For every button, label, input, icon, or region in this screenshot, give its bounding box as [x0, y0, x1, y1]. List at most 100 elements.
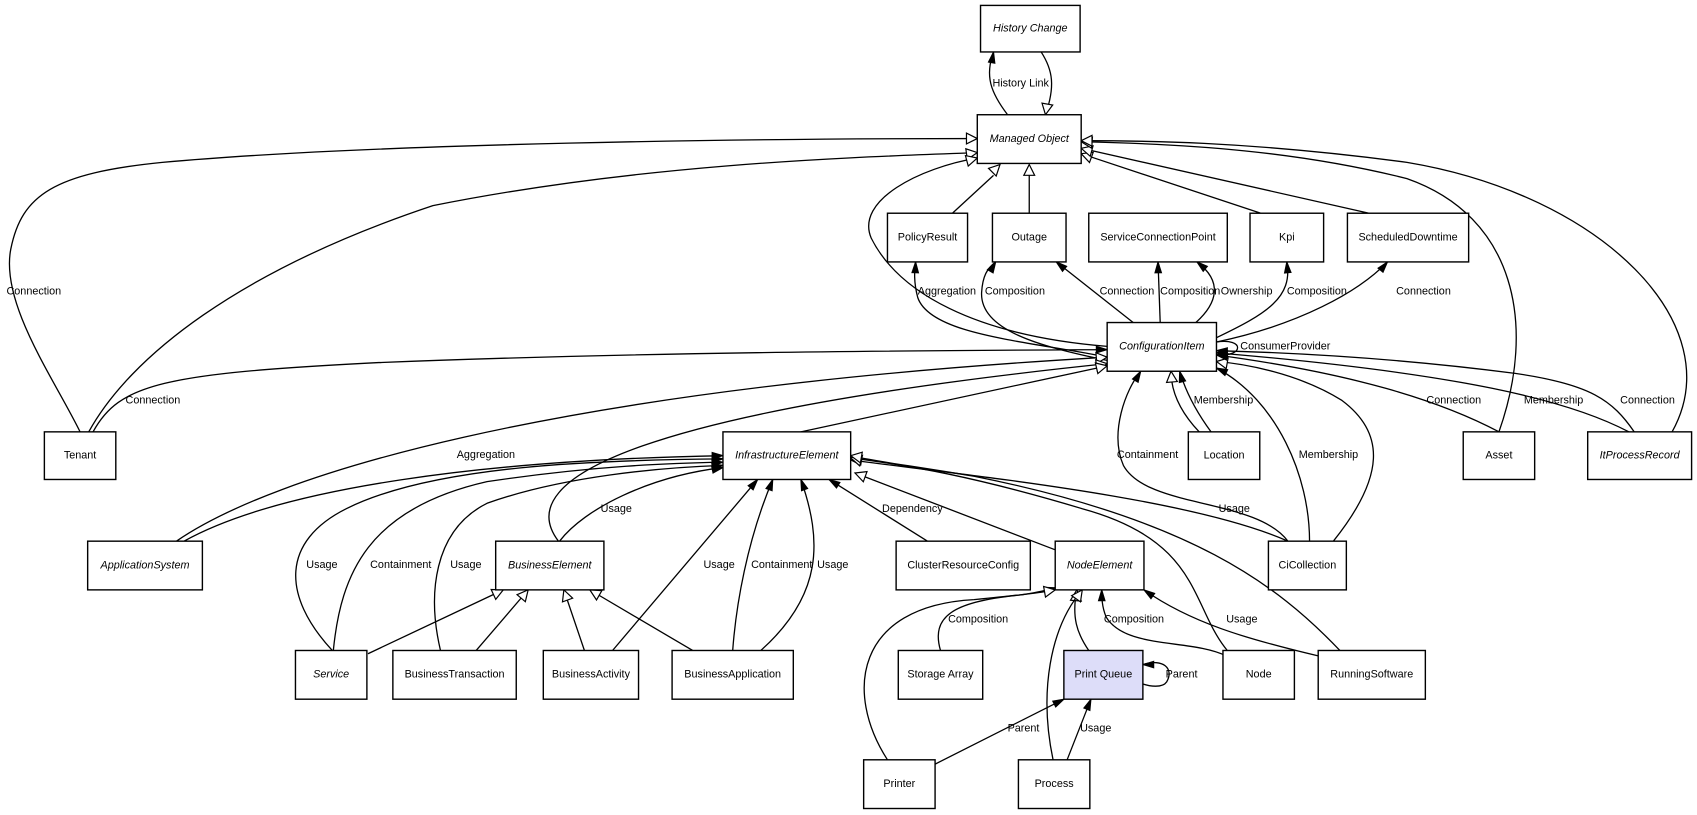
class-name: Storage Array — [907, 669, 974, 681]
edge-line — [332, 461, 723, 651]
generalization-arrowhead-icon — [588, 589, 603, 602]
association-arrowhead-icon — [1195, 260, 1209, 273]
class-name: Printer — [883, 778, 915, 790]
generalization-arrowhead-icon — [964, 154, 979, 168]
class-node-configurationitem[interactable]: ConfigurationItem — [1106, 321, 1218, 372]
class-node-storagearray[interactable]: Storage Array — [897, 649, 984, 700]
class-name: Asset — [1485, 450, 1512, 462]
class-box — [1088, 212, 1228, 263]
edge-association — [1066, 697, 1092, 761]
generalization-arrowhead-icon — [965, 132, 979, 145]
class-node-tenant[interactable]: Tenant — [43, 431, 117, 481]
class-node-businesselement[interactable]: BusinessElement — [494, 540, 605, 591]
class-node-businesstransaction[interactable]: BusinessTransaction — [392, 649, 517, 700]
edge-association — [827, 478, 928, 542]
association-arrowhead-icon — [1154, 260, 1163, 274]
class-node-policyresult[interactable]: PolicyResult — [886, 212, 969, 263]
association-arrowhead-icon — [765, 477, 774, 492]
edge-line — [1080, 153, 1262, 214]
class-box — [1054, 540, 1145, 591]
class-name: InfrastructureElement — [735, 450, 839, 462]
class-node-infrastructureelement[interactable]: InfrastructureElement — [722, 431, 852, 481]
class-node-service[interactable]: Service — [294, 649, 368, 700]
edge-inheritance — [853, 470, 1056, 551]
class-node-kpi[interactable]: Kpi — [1249, 212, 1325, 263]
edge-label: Connection — [1620, 395, 1675, 407]
class-name: ScheduledDowntime — [1358, 231, 1457, 243]
class-node-itprocessrecord[interactable]: ItProcessRecord — [1586, 431, 1693, 481]
class-node-process[interactable]: Process — [1017, 759, 1091, 810]
edge-label: Containment — [1117, 449, 1178, 461]
edge-association — [1054, 260, 1134, 324]
class-name: BusinessApplication — [684, 669, 781, 681]
edge-line — [1216, 350, 1635, 433]
edge-label: Usage — [1080, 723, 1111, 735]
class-box — [1017, 759, 1091, 810]
class-node-serviceconnectionpoint[interactable]: ServiceConnectionPoint — [1088, 212, 1228, 263]
class-node-businessactivity[interactable]: BusinessActivity — [542, 649, 640, 700]
class-name: Location — [1204, 450, 1245, 462]
edge-line — [548, 363, 1108, 542]
class-node-cicollection[interactable]: CiCollection — [1267, 540, 1348, 591]
class-node-node[interactable]: Node — [1222, 649, 1296, 700]
class-box — [542, 649, 640, 700]
class-node-businessapplication[interactable]: BusinessApplication — [671, 649, 795, 700]
association-arrowhead-icon — [800, 477, 809, 492]
class-box — [1586, 431, 1693, 481]
class-node-location[interactable]: Location — [1187, 431, 1261, 481]
edge-label: Usage — [1219, 503, 1250, 515]
class-name: PolicyResult — [898, 231, 957, 243]
class-node-printqueue[interactable]: Print Queue — [1063, 649, 1144, 700]
edge-line — [88, 151, 978, 433]
class-node-applicationsystem[interactable]: ApplicationSystem — [86, 540, 204, 591]
class-box — [1346, 212, 1470, 263]
class-node-clusterresourceconfig[interactable]: ClusterResourceConfig — [895, 540, 1032, 591]
edge-association — [1154, 260, 1163, 323]
association-arrowhead-icon — [1283, 260, 1292, 274]
edge-inheritance — [800, 362, 1109, 433]
edge-label: Connection — [6, 285, 61, 297]
generalization-arrowhead-icon — [1022, 163, 1036, 176]
edge-line — [92, 348, 1108, 433]
edge-association — [1216, 260, 1292, 339]
edge-association — [934, 698, 1066, 765]
edge-label: Usage — [306, 559, 337, 571]
edge-line — [828, 478, 928, 542]
class-node-printer[interactable]: Printer — [862, 759, 936, 810]
edge-line — [854, 472, 1056, 551]
edge-association — [760, 477, 815, 651]
edge-association — [1214, 347, 1635, 433]
class-name: RunningSoftware — [1330, 669, 1413, 681]
class-node-runningsoftware[interactable]: RunningSoftware — [1317, 649, 1427, 700]
class-node-scheduleddowntime[interactable]: ScheduledDowntime — [1346, 212, 1470, 263]
edge-label: Composition — [1287, 285, 1347, 297]
generalization-arrowhead-icon — [490, 588, 505, 601]
class-name: Process — [1035, 778, 1075, 790]
class-node-historychange[interactable]: History Change — [979, 4, 1081, 53]
edge-line — [433, 464, 723, 651]
edge-label: Containment — [370, 559, 431, 571]
edge-inheritance — [1079, 145, 1370, 214]
class-node-outage[interactable]: Outage — [991, 212, 1067, 263]
class-node-managedobject[interactable]: Managed Object — [976, 114, 1082, 165]
class-name: BusinessElement — [508, 559, 593, 571]
class-name: ConfigurationItem — [1119, 341, 1204, 353]
class-box — [43, 431, 117, 481]
edge-inheritance — [1040, 51, 1054, 117]
class-node-asset[interactable]: Asset — [1462, 431, 1536, 481]
association-arrowhead-icon — [987, 50, 996, 64]
edge-association — [732, 477, 774, 651]
edge-label: Connection — [1100, 285, 1155, 297]
class-node-nodeelement[interactable]: NodeElement — [1054, 540, 1145, 591]
class-box — [1187, 431, 1261, 481]
edge-label: Usage — [450, 559, 481, 571]
generalization-arrowhead-icon — [1215, 357, 1229, 370]
edge-inheritance — [1165, 369, 1200, 433]
class-name: ClusterResourceConfig — [907, 559, 1019, 571]
generalization-arrowhead-icon — [1070, 588, 1084, 603]
edge-label: Usage — [703, 559, 734, 571]
edge-inheritance — [8, 132, 979, 433]
class-box — [1222, 649, 1296, 700]
